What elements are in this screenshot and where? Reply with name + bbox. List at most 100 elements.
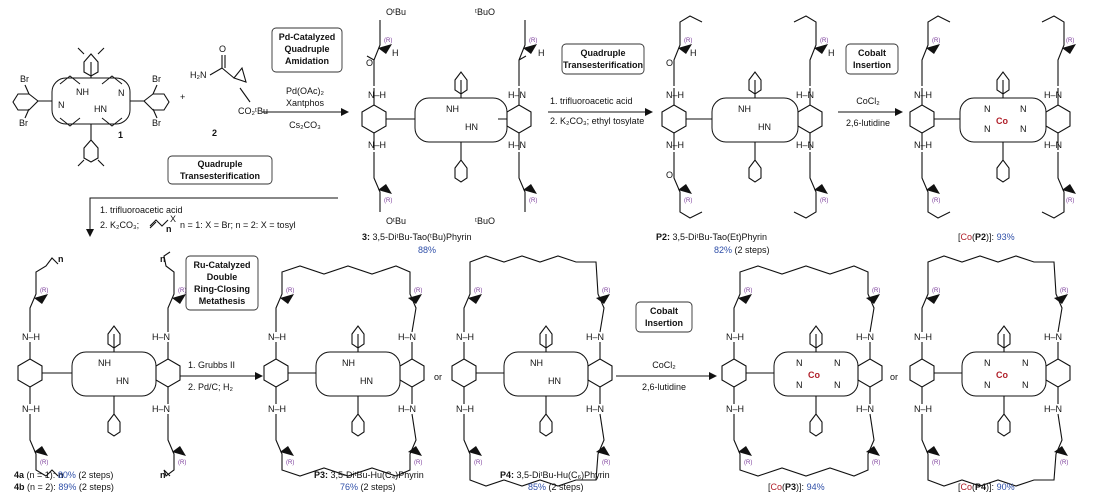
step-box-transesterification-top [561,43,645,75]
p2-stereo-4: (R) [820,198,828,204]
product-p3-structure: NH HN N–H N–H H–N H–N (R) (R) (R) (R) [263,265,425,477]
p2-nh-2: N–H [666,140,684,150]
p2-nh-1: N–H [666,90,684,100]
c4-stereo-4: (R) [178,460,186,466]
br-4: Br [152,118,161,128]
cop3-hn-1: H–N [856,332,874,342]
p3c4-stereo-4: (R) [414,460,422,466]
step-box-amidation [271,27,343,73]
co-p2-label: [Co(P2)]: 93% [958,232,1015,242]
cop4-hn-2: H–N [1044,404,1062,414]
compound-1-structure: NH HN N N Br Br Br Br 1 [12,47,170,167]
p2-label: P2: 3,5-DiᵗBu-Tao(Et)Phyrin [656,232,767,242]
p3c4-por-hn: HN [360,376,373,386]
c2-carbonyl: O [219,44,226,54]
cop2-stereo-4: (R) [1066,198,1074,204]
p3-ester-4: ᵗBuO [475,216,495,226]
trans-top-title-2: Transesterification [563,60,643,70]
p3c4-por-nh: NH [342,358,355,368]
cop2-hn-2: H–N [1044,140,1062,150]
p3-por-nh: NH [446,104,459,114]
por-n-1: N [58,100,65,110]
p3-stereo-1: (R) [384,38,392,44]
cop3-co: Co [808,370,820,380]
c4-stereo-1: (R) [40,288,48,294]
p3-ester-3: OᵗBu [386,216,406,226]
p2-h-1: H [690,48,697,58]
p3-ester-1: OᵗBu [386,7,406,17]
c4-por-hn: HN [116,376,129,386]
p4-c6-yield: 85% (2 steps) [528,482,584,492]
c4-stereo-3: (R) [40,460,48,466]
p2-o-2: O [666,170,673,180]
cop3-n-2: N [834,358,841,368]
cop4-nh-2: N–H [914,404,932,414]
cop4-n-4: N [1022,380,1029,390]
p3c4-hn-1: H–N [398,332,416,342]
p3-h-1: H [392,48,399,58]
product-co-p3-structure: N N N N Co N–H N–H H–N H–N (R) (R) (R) (… [721,265,883,477]
cop3-nh-1: N–H [726,332,744,342]
cop3-hn-2: H–N [856,404,874,414]
amidation-title-2: Quadruple [284,44,329,54]
c4-n-4: n [160,470,166,480]
p4c6-nh-2: N–H [456,404,474,414]
rcm-reagent-1: 1. Grubbs II [188,360,235,370]
p2-stereo-2: (R) [820,38,828,44]
trans-top-title-1: Quadruple [580,48,625,58]
p3-nh-2: N–H [368,140,386,150]
or-1: or [434,372,442,382]
p4c6-por-nh: NH [530,358,543,368]
cop2-stereo-3: (R) [932,198,940,204]
p4c6-stereo-4: (R) [602,460,610,466]
co-p3-label: [Co(P3)]: 94% [768,482,825,492]
cobalt-top-title-1: Cobalt [858,48,886,58]
rcm-title-4: Metathesis [199,296,246,306]
c4-n-3: n [58,470,64,480]
cop2-n-1: N [984,104,991,114]
cop4-n-2: N [1022,358,1029,368]
cobalt-bottom-title-1: Cobalt [650,306,678,316]
cop4-stereo-4: (R) [1060,460,1068,466]
compound-2-structure: H₂N O CO₂ᵗBu 2 [190,44,268,138]
amidation-title-1: Pd-Catalyzed [279,32,336,42]
p3tbu-label: 3: 3,5-DiᵗBu-Tao(ᵗBu)Phyrin [362,232,472,242]
p2-hn-2: H–N [796,140,814,150]
cop2-nh-1: N–H [914,90,932,100]
p4c6-stereo-2: (R) [602,288,610,294]
cop4-hn-1: H–N [1044,332,1062,342]
cobalt-top-reagent-2: 2,6-lutidine [846,118,890,128]
c4-por-nh: NH [98,358,111,368]
p3-hn-2: H–N [508,140,526,150]
compound-2-label: 2 [212,128,217,138]
product-3-structure: NH HN N–H N–H H–N H–N (R) (R) (R) (R) O … [361,7,545,226]
product-p4-structure: NH HN N–H N–H H–N H–N (R) (R) (R) (R) [451,255,613,487]
trans-bottom-title-1: Quadruple [197,159,242,169]
p2-stereo-1: (R) [684,38,692,44]
p4-c6-label: P4: 3,5-DiᵗBu-Hu(C₆)Phyrin [500,470,610,480]
cop3-n-4: N [834,380,841,390]
cop4-n-3: N [984,380,991,390]
cop3-stereo-4: (R) [872,460,880,466]
p3-por-hn: HN [465,122,478,132]
cop4-n-1: N [984,358,991,368]
p3c4-hn-2: H–N [398,404,416,414]
trans-bottom-n: n [166,224,172,234]
p2-stereo-3: (R) [684,198,692,204]
trans-top-reagent-2: 2. K₂CO₃; ethyl tosylate [550,116,644,126]
p3-h-2: H [538,48,545,58]
cop2-co: Co [996,116,1008,126]
co-p4-label: [Co(P4)]: 90% [958,482,1015,492]
c4-nh-2: N–H [22,404,40,414]
p3c4-nh-2: N–H [268,404,286,414]
amidation-reagent-1: Pd(OAc)₂ [286,86,325,96]
cop2-stereo-1: (R) [932,38,940,44]
rcm-title-2: Double [207,272,238,282]
cop2-nh-2: N–H [914,140,932,150]
compound-4-structure: NH HN N–H N–H H–N H–N (R) (R) (R) (R) n … [17,251,186,480]
p3-stereo-3: (R) [384,198,392,204]
amidation-title-3: Amidation [285,56,329,66]
p2-hn-1: H–N [796,90,814,100]
cobalt-top-reagent-1: CoCl₂ [856,96,880,106]
compound-1-label: 1 [118,130,123,140]
